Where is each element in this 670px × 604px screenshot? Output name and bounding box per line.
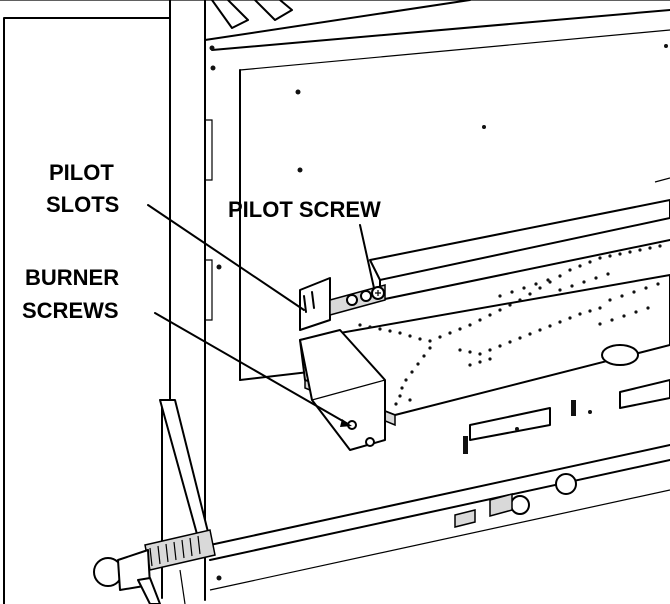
floor-bottom-edge bbox=[209, 489, 670, 591]
rear-shelf bbox=[369, 199, 670, 281]
label-pilot-slots-line2: SLOTS bbox=[46, 192, 119, 217]
floor-pin-2 bbox=[571, 400, 576, 416]
label-pilot-slots-line1: PILOT bbox=[49, 160, 114, 185]
gas-line-drop bbox=[179, 569, 186, 604]
top-bracket-mid bbox=[254, 0, 293, 21]
floor-support-foot bbox=[601, 344, 639, 366]
burner-port-pattern bbox=[358, 244, 662, 406]
burner-tray bbox=[299, 274, 670, 416]
left-bracket-leg bbox=[159, 399, 211, 546]
pilot-fitting-1 bbox=[346, 294, 358, 306]
wall-screw-l2 bbox=[210, 65, 216, 71]
side-wall-screw-1 bbox=[216, 264, 222, 270]
floor-screw-1 bbox=[515, 427, 519, 431]
floor-pin-1 bbox=[463, 436, 468, 454]
valve-knob-2 bbox=[510, 495, 530, 515]
side-wall-screw-2 bbox=[216, 575, 222, 581]
leader-pilot-screw bbox=[359, 224, 375, 289]
burner-screw-2 bbox=[365, 437, 375, 447]
leader-pilot-slots bbox=[147, 204, 305, 311]
firebox-back-top bbox=[239, 29, 670, 71]
burner-support-fold bbox=[311, 379, 386, 401]
leader-burner-screws bbox=[154, 312, 349, 425]
valve-knob-1 bbox=[555, 473, 577, 495]
pilot-slots bbox=[303, 291, 315, 313]
back-wall-screw-3 bbox=[297, 167, 303, 173]
top-bracket-left bbox=[211, 0, 249, 29]
floor-access-plate bbox=[469, 407, 551, 441]
pilot-fitting-2 bbox=[360, 290, 372, 302]
rear-shelf-corner bbox=[654, 177, 670, 183]
firebox-top-edge bbox=[204, 0, 471, 41]
gas-valve-handle bbox=[137, 577, 161, 604]
side-wall-slots bbox=[205, 119, 213, 321]
firebox-top-inner bbox=[211, 9, 670, 51]
floor-right-plate bbox=[619, 379, 670, 409]
valve-body bbox=[489, 493, 513, 517]
back-wall-screw-2 bbox=[482, 125, 486, 129]
leader-burner-arrowhead bbox=[340, 419, 352, 427]
valve-connector bbox=[454, 509, 476, 528]
left-frame-edge bbox=[3, 17, 171, 604]
flex-gas-line-ribs bbox=[149, 535, 201, 567]
pilot-screw-slot bbox=[375, 290, 381, 296]
label-burner-screws-line2: SCREWS bbox=[22, 298, 119, 323]
label-burner-screws-line1: BURNER bbox=[25, 265, 119, 290]
back-wall-screw-1 bbox=[295, 89, 301, 95]
back-wall-screw-4 bbox=[664, 44, 668, 48]
floor-front-edge bbox=[209, 444, 670, 546]
floor-front-lip bbox=[209, 459, 670, 561]
pilot-bracket bbox=[299, 277, 331, 331]
floor-screw-2 bbox=[588, 410, 592, 414]
wall-screw-tl bbox=[209, 45, 215, 51]
label-pilot-screw: PILOT SCREW bbox=[228, 197, 381, 222]
side-wall-outer bbox=[161, 0, 171, 599]
